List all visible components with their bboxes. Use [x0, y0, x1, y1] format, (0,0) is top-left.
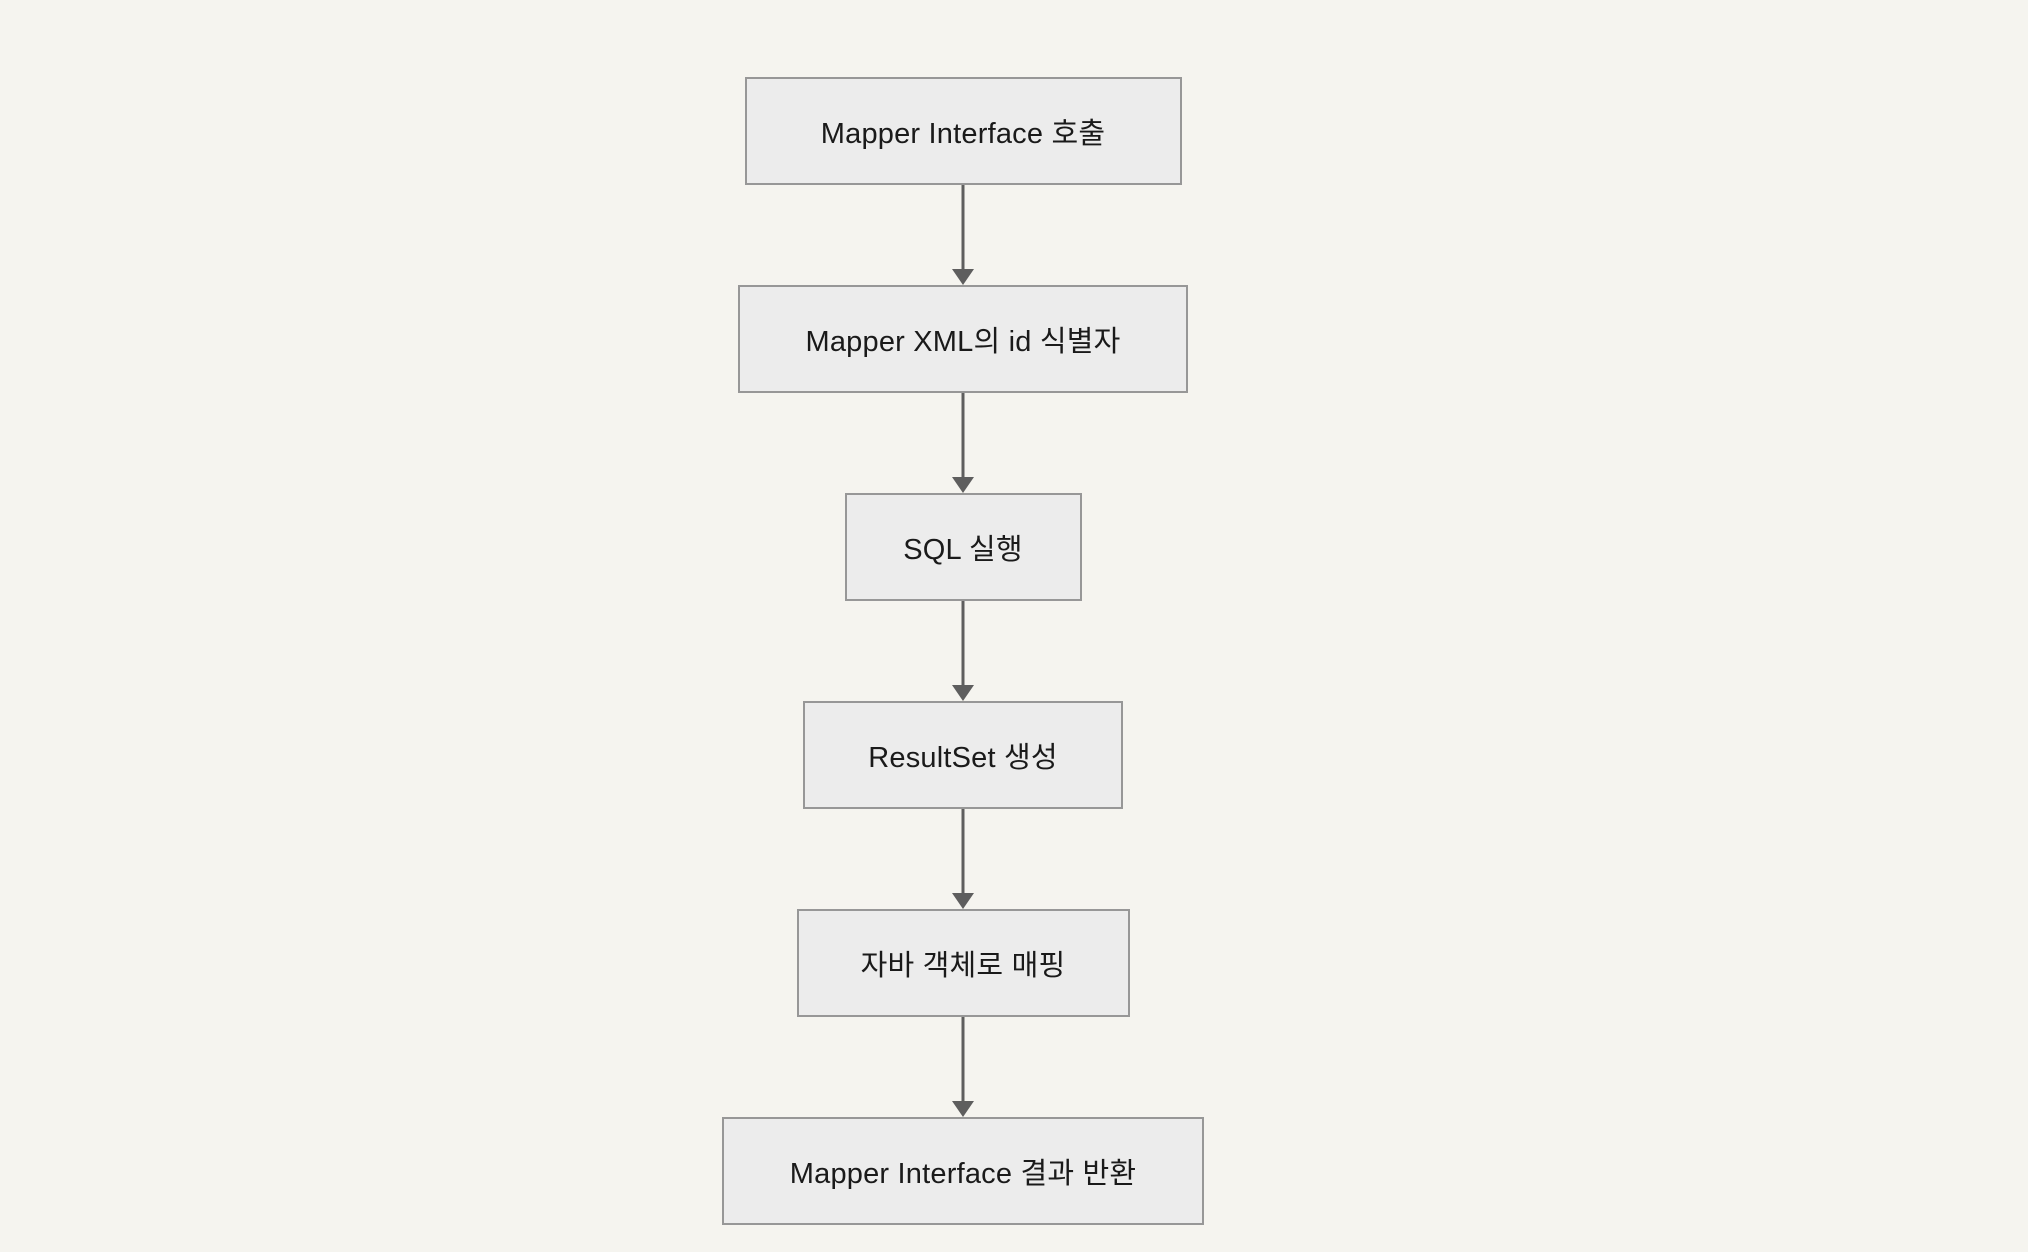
flow-edge-rs-to-map — [951, 809, 975, 909]
arrowhead-down-icon — [952, 893, 974, 909]
edge-line — [961, 809, 965, 896]
arrowhead-down-icon — [952, 269, 974, 285]
flow-node-sql: SQL 실행 — [844, 493, 1082, 601]
edge-line — [961, 1017, 965, 1104]
flow-node-label: 자바 객체로 매핑 — [860, 950, 1066, 982]
flow-node-call: Mapper Interface 호출 — [744, 77, 1182, 185]
flow-edge-map-to-return — [951, 1017, 975, 1117]
flow-edge-sql-to-rs — [951, 601, 975, 701]
flow-node-map: 자바 객체로 매핑 — [796, 909, 1130, 1017]
edge-line — [961, 185, 965, 272]
edge-line — [961, 601, 965, 688]
flowchart: Mapper Interface 호출 Mapper XML의 id 식별자 SQL… — [722, 77, 1204, 1225]
flow-edge-call-to-xml-id — [951, 185, 975, 285]
flow-node-label: Mapper XML의 id 식별자 — [805, 326, 1121, 358]
flow-node-label: Mapper Interface 결과 반환 — [789, 1158, 1137, 1190]
edge-line — [961, 393, 965, 480]
arrowhead-down-icon — [952, 685, 974, 701]
flow-node-xml-id: Mapper XML의 id 식별자 — [738, 285, 1188, 393]
flow-node-label: SQL 실행 — [903, 534, 1023, 566]
flow-node-rs: ResultSet 생성 — [803, 701, 1123, 809]
flow-node-label: ResultSet 생성 — [868, 742, 1058, 774]
flow-node-label: Mapper Interface 호출 — [820, 118, 1106, 150]
flow-edge-xml-id-to-sql — [951, 393, 975, 493]
arrowhead-down-icon — [952, 1101, 974, 1117]
flow-node-return: Mapper Interface 결과 반환 — [722, 1117, 1204, 1225]
arrowhead-down-icon — [952, 477, 974, 493]
